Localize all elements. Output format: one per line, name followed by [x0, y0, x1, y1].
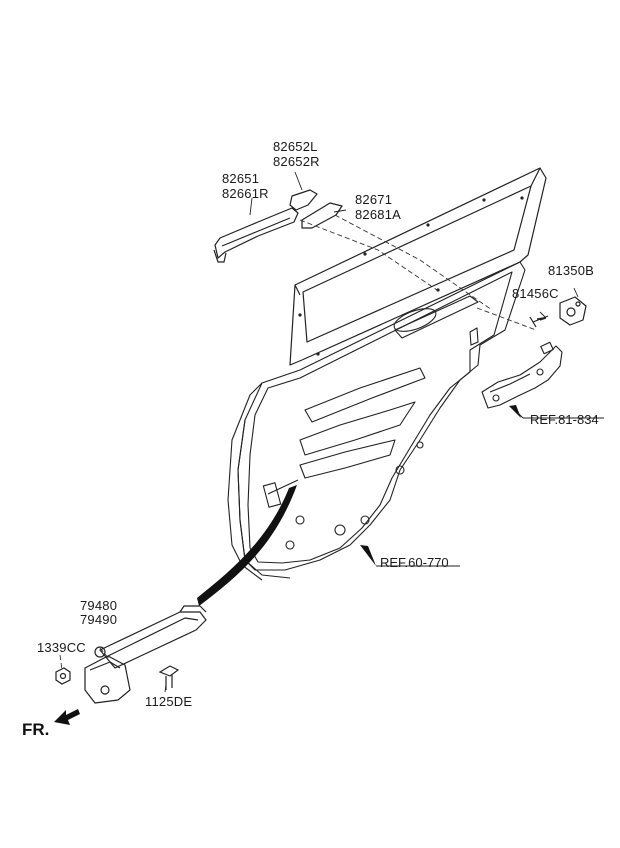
label-79490: 79490 — [80, 612, 118, 627]
label-82661r: 82661R — [222, 186, 269, 201]
label-82671: 82671 — [355, 192, 393, 207]
label-1125de: 1125DE — [145, 694, 193, 709]
latch-assembly — [469, 327, 563, 409]
label-79480: 79480 — [80, 598, 118, 613]
checker-routing-band — [197, 485, 297, 606]
label-leaders — [164, 171, 579, 693]
ref-door: REF.60-770 — [380, 555, 449, 570]
label-82652l: 82652L — [273, 139, 318, 154]
door-checker — [84, 605, 207, 704]
label-81456c: 81456C — [512, 286, 559, 301]
direction-marker: FR. — [22, 720, 50, 739]
label-1339cc: 1339CC — [37, 640, 86, 655]
latch-ref-arrow — [509, 405, 521, 418]
ref-latch: REF.81-834 — [530, 412, 599, 427]
door-frame — [289, 167, 547, 366]
door-ref-arrow — [360, 545, 376, 566]
label-81350b: 81350B — [548, 263, 595, 278]
label-82651: 82651 — [222, 171, 260, 186]
door-mount-bracket — [262, 479, 299, 508]
dashed-leaders — [59, 214, 537, 671]
frame-fastener-dots — [298, 196, 524, 356]
handle-cover — [289, 189, 318, 211]
checker-bolt — [158, 665, 180, 690]
striker — [559, 296, 587, 326]
outside-handle — [213, 207, 299, 263]
label-82652r: 82652R — [273, 154, 320, 169]
cover-plate — [301, 202, 343, 229]
door-panel — [227, 261, 526, 581]
nut — [55, 667, 71, 685]
fr-arrow-icon — [54, 709, 80, 725]
label-82681a: 82681A — [355, 207, 402, 222]
striker-bolt — [529, 315, 549, 328]
